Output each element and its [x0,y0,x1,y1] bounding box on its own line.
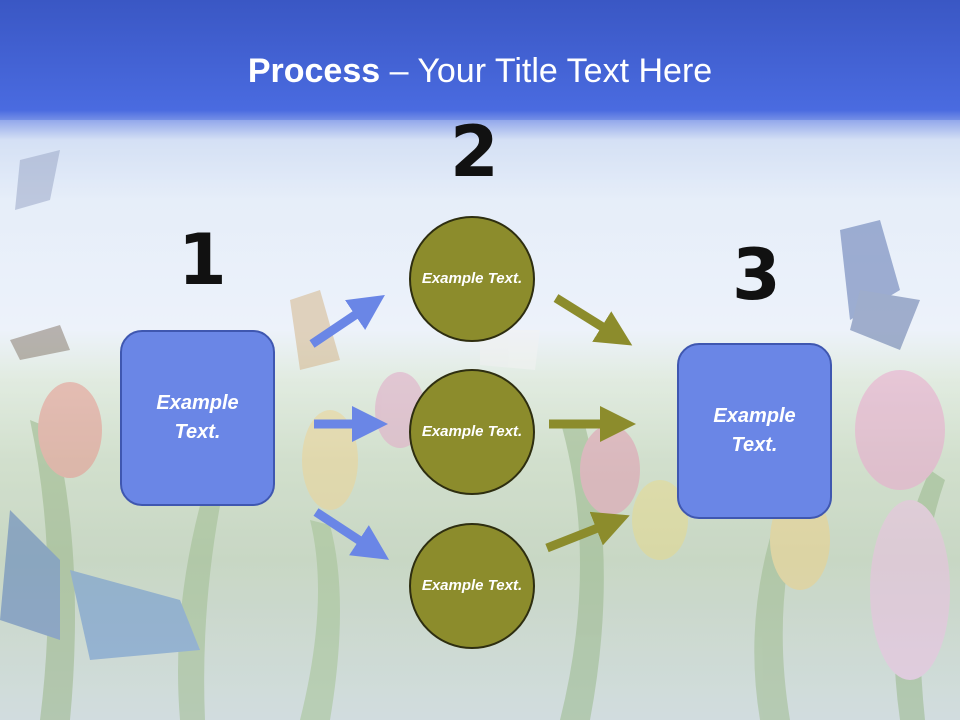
step-number-3: 3 [732,234,781,316]
step-number-2: 2 [450,111,499,193]
arrow-bottom-to-3 [545,511,630,553]
arrow-top-to-3 [553,294,633,346]
step-2-circle-middle: Example Text. [409,369,535,495]
slide-title: Process – Your Title Text Here [0,52,960,91]
arrow-1-to-bottom [313,508,390,560]
step-2-circle-bottom: Example Text. [409,523,535,649]
slide-title-rest: – Your Title Text Here [380,52,713,90]
step-2-circle-top: Example Text. [409,216,535,342]
step-number-1: 1 [178,219,227,301]
arrow-1-to-top [309,294,385,348]
step-3-box: Example Text. [677,343,832,519]
step-1-box: Example Text. [120,330,275,506]
slide-title-bold: Process [247,52,381,90]
